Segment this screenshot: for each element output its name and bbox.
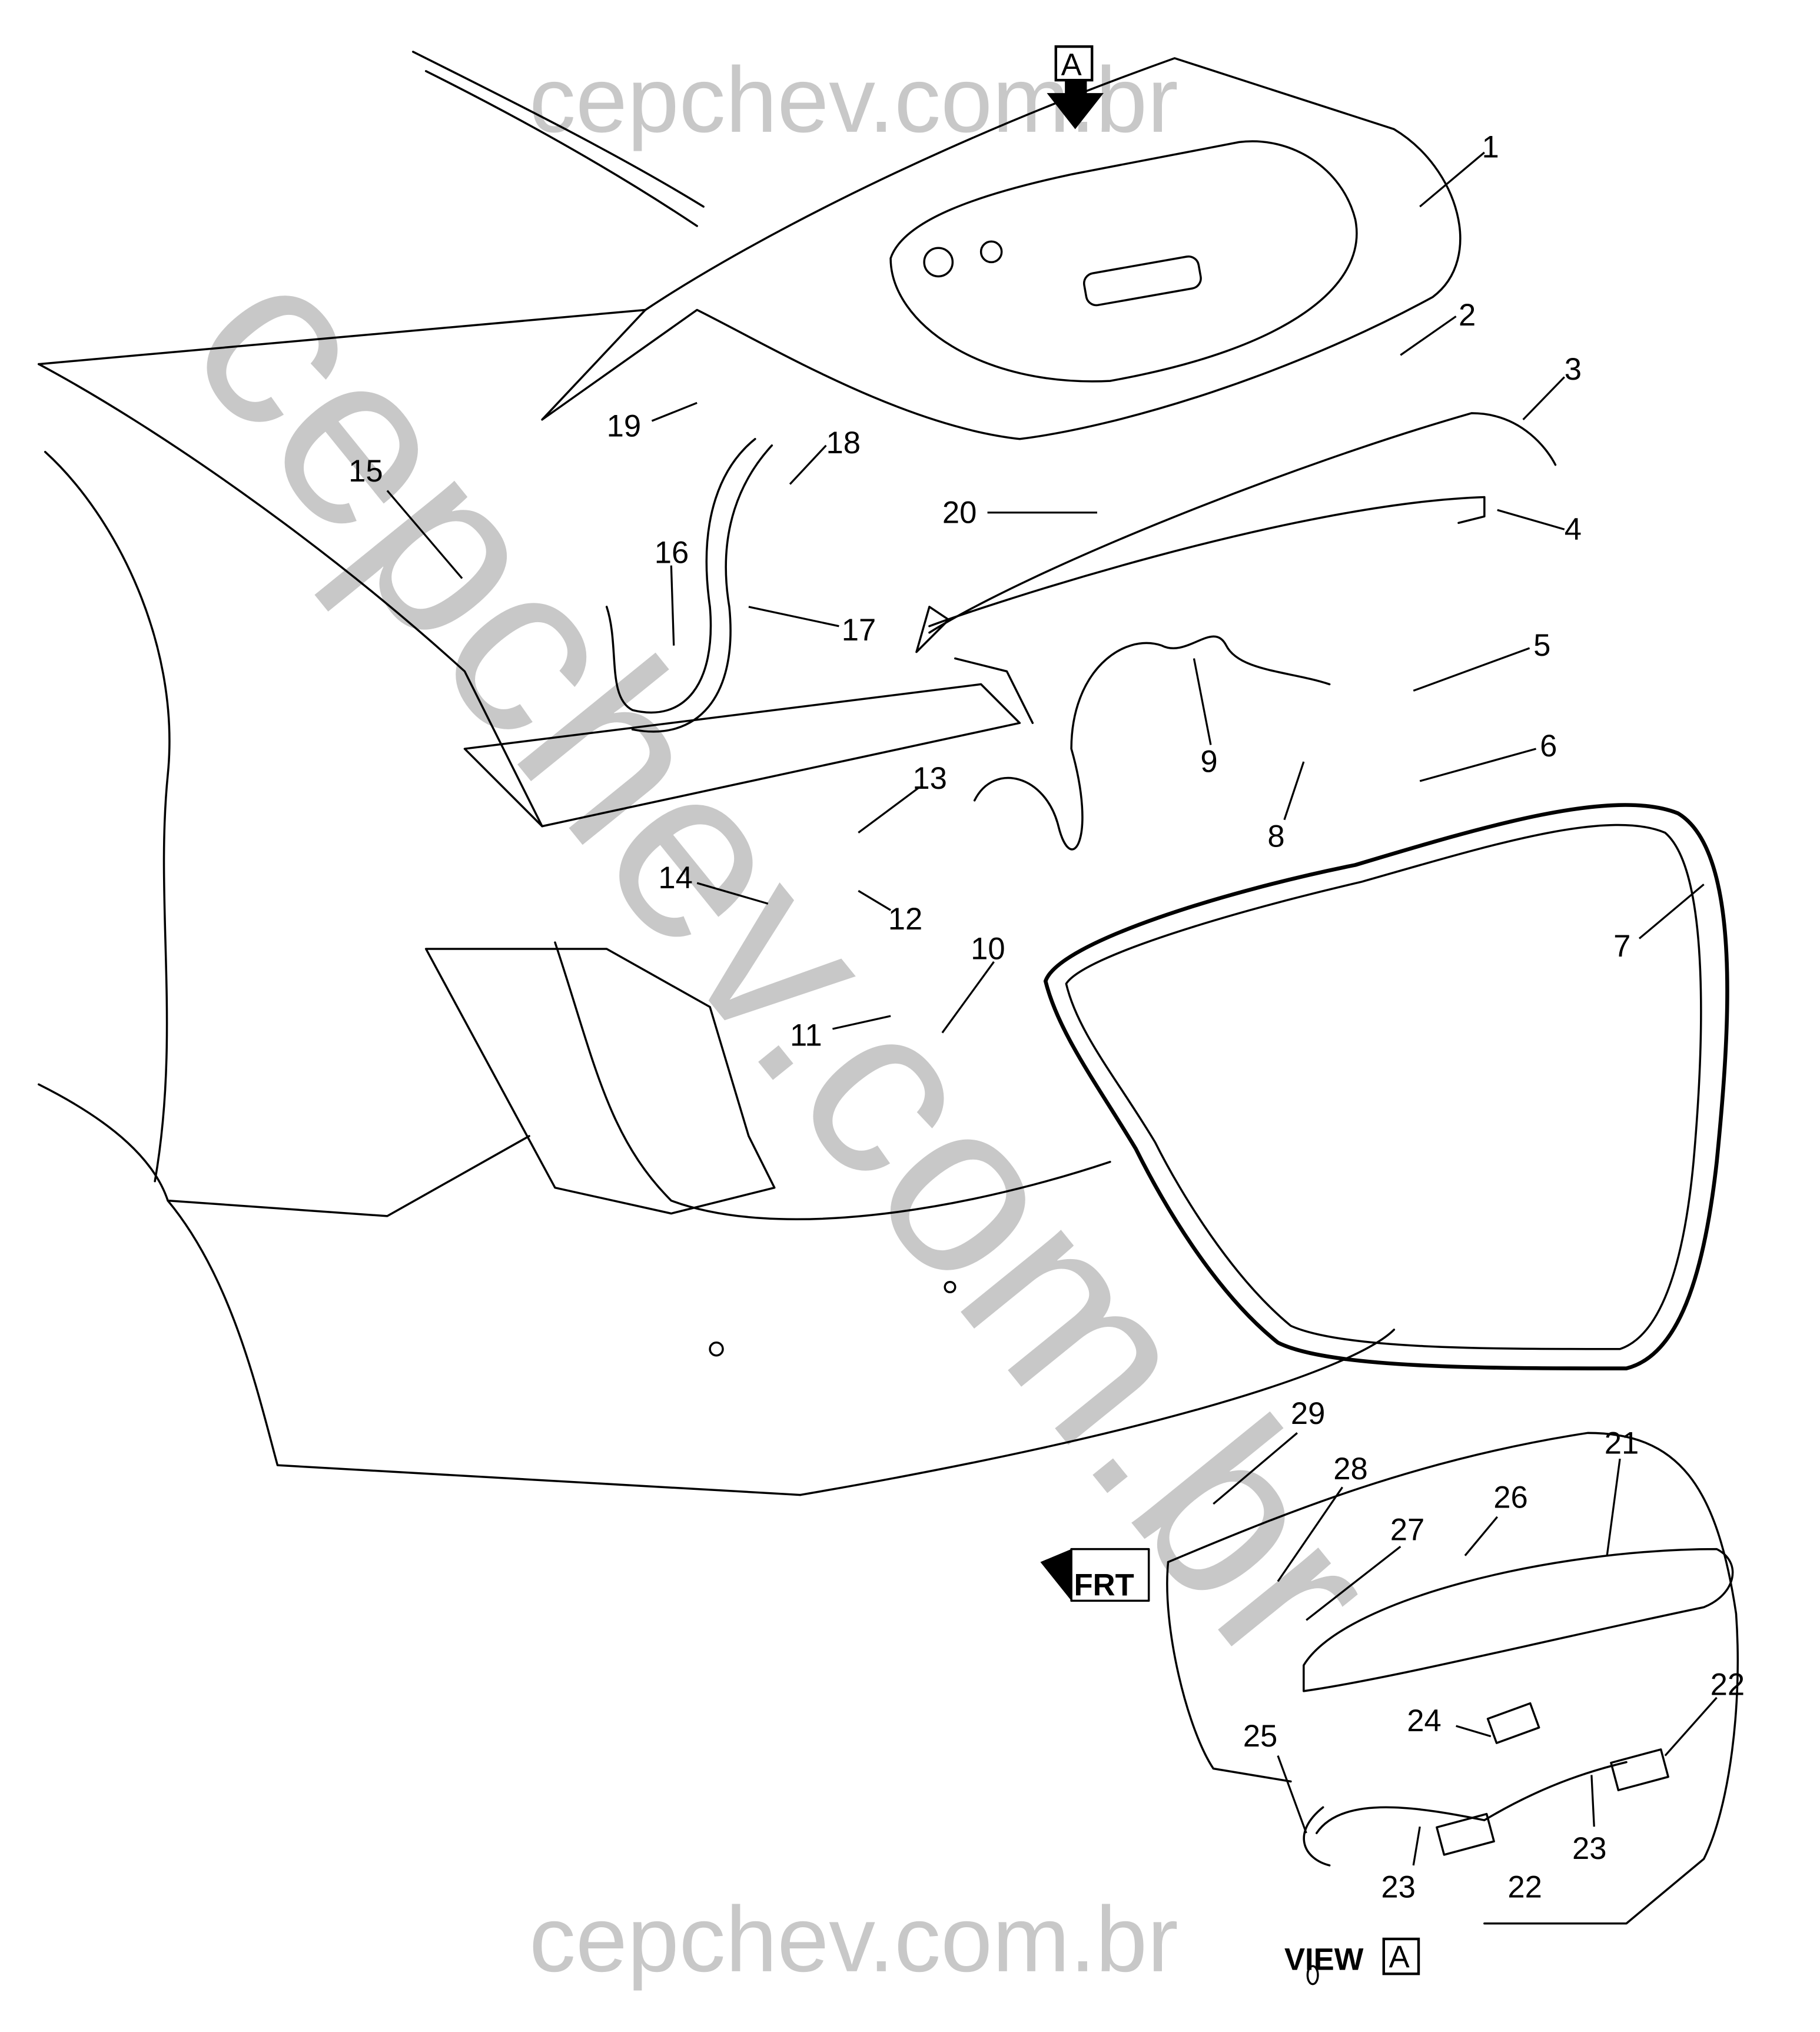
- callout-10: 10: [971, 932, 1005, 967]
- view-a-label: VIEW A: [1284, 1937, 1420, 1977]
- view-label-letter: A: [1389, 1940, 1410, 1974]
- callout-21: 21: [1605, 1426, 1639, 1460]
- front-indicator-text: FRT: [1074, 1568, 1134, 1603]
- callout-6: 6: [1540, 729, 1557, 763]
- view-label-text: VIEW: [1284, 1943, 1364, 1977]
- callout-18: 18: [826, 426, 861, 460]
- callout-23a: 23: [1381, 1870, 1416, 1905]
- callout-16: 16: [655, 535, 689, 570]
- weatherstrip: [1043, 803, 1729, 1370]
- arrow-down-icon: [1047, 80, 1104, 130]
- callout-17: 17: [842, 613, 876, 648]
- watermark-diagonal: cepchev.com.br: [139, 210, 1430, 1714]
- watermark-bottom: cepchev.com.br: [529, 1888, 1178, 1991]
- callout-25: 25: [1243, 1719, 1278, 1754]
- front-indicator: FRT: [1040, 1548, 1150, 1603]
- callout-7: 7: [1613, 929, 1630, 964]
- callout-4: 4: [1565, 512, 1582, 547]
- callout-15: 15: [348, 454, 383, 489]
- callout-22a: 22: [1711, 1667, 1745, 1702]
- callout-8: 8: [1267, 819, 1284, 854]
- callout-3: 3: [1565, 352, 1582, 387]
- callout-20: 20: [942, 495, 977, 530]
- callout-12: 12: [888, 902, 923, 937]
- callout-22b: 22: [1507, 1870, 1542, 1905]
- callout-26: 26: [1493, 1480, 1528, 1515]
- vehicle-body-outline: [38, 51, 1396, 1496]
- cables: [915, 412, 1557, 724]
- trunk-lid: [541, 57, 1462, 440]
- callouts: 1 2 3 4 5 6 7 8 9 10 11 12 13 14 15 16 1…: [348, 130, 1745, 1905]
- callout-24: 24: [1407, 1704, 1442, 1738]
- wiring-harness: [973, 635, 1331, 851]
- view-a-marker: A: [1047, 45, 1104, 130]
- callout-28: 28: [1333, 1452, 1368, 1486]
- callout-1: 1: [1482, 130, 1499, 165]
- hinge-strap: [605, 438, 756, 714]
- callout-2: 2: [1459, 298, 1476, 333]
- callout-5: 5: [1533, 628, 1550, 663]
- callout-27: 27: [1390, 1512, 1425, 1547]
- callout-23b: 23: [1572, 1831, 1607, 1866]
- hinge-strap-inner: [631, 444, 773, 733]
- callout-19: 19: [607, 409, 642, 443]
- callout-29: 29: [1291, 1396, 1326, 1431]
- callout-13: 13: [912, 761, 947, 796]
- callout-9: 9: [1200, 745, 1217, 779]
- callout-14: 14: [658, 861, 693, 895]
- callout-11: 11: [790, 1018, 822, 1052]
- view-a-marker-letter: A: [1061, 47, 1082, 82]
